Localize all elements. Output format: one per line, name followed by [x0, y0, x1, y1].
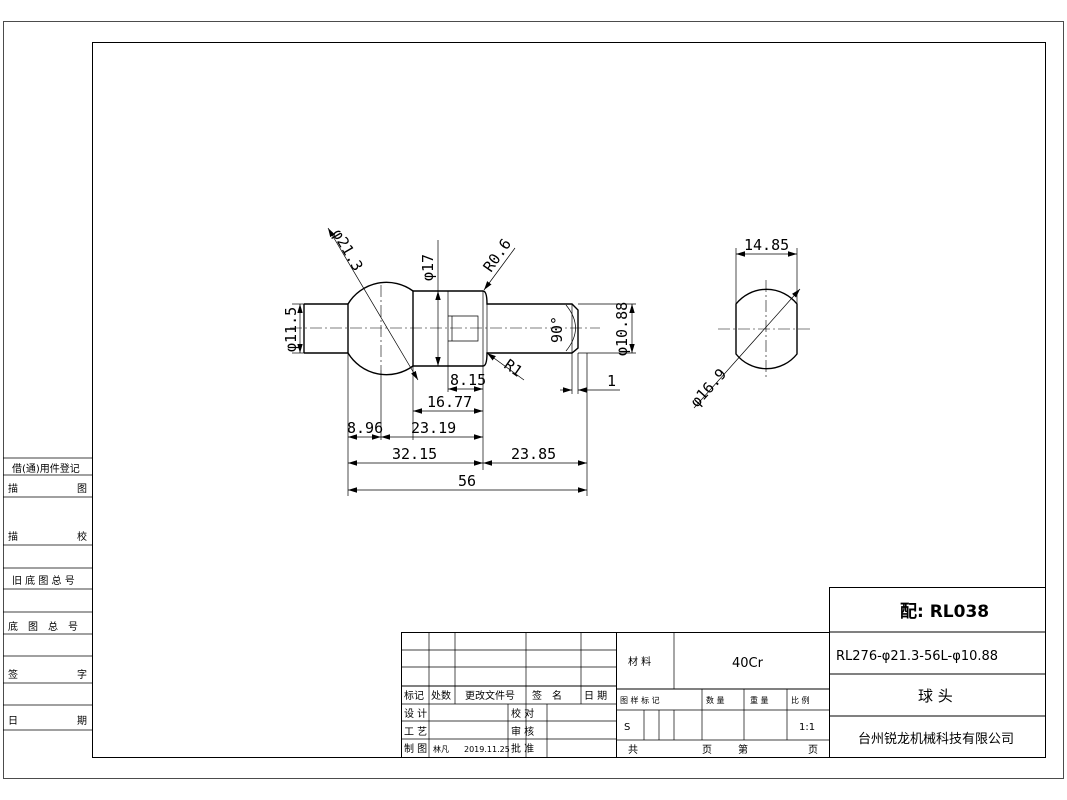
- rev-mark-label: 标记: [404, 690, 424, 702]
- dim-chamfer-length: 1: [607, 372, 616, 390]
- check-label: 校 对: [511, 707, 534, 720]
- side-view: 14.85 φ16.9: [687, 236, 812, 411]
- side-row-trace: 描: [8, 482, 18, 495]
- side-row-base: 底 图 总 号: [8, 620, 78, 633]
- side-row-trace-check: 描: [8, 530, 18, 543]
- material-label: 材 料: [628, 655, 651, 668]
- total-label: 共: [628, 744, 638, 756]
- dim-side-width: 14.85: [744, 236, 789, 254]
- quantity-label: 数 量: [706, 695, 725, 705]
- sphere-outline: [347, 281, 414, 376]
- dim-inner-radius: R1: [501, 356, 526, 381]
- front-view: φ21.3 φ17 R0.6 φ11.5 φ10.88 90° R1 1: [282, 226, 636, 496]
- side-row-sign-b: 字: [77, 668, 87, 681]
- outer-border: [3, 21, 1064, 779]
- drafter-date: 2019.11.25: [464, 745, 510, 754]
- dim-length-56: 56: [458, 472, 476, 490]
- review-label: 审 核: [511, 725, 534, 738]
- side-row-trace-b: 图: [77, 483, 87, 495]
- draw-label: 制 图: [404, 742, 427, 755]
- weight-label: 重 量: [750, 695, 769, 705]
- dim-neck-diameter: φ17: [419, 254, 437, 281]
- process-label: 工 艺: [404, 726, 427, 738]
- page-label: 页: [702, 744, 712, 756]
- dim-length-23-85: 23.85: [511, 445, 556, 463]
- material-value: 40Cr: [732, 656, 764, 671]
- dim-length-8-96: 8.96: [347, 419, 383, 437]
- stage-value: S: [624, 722, 630, 733]
- right-shank: [482, 290, 579, 367]
- part-name: 球 头: [918, 687, 953, 705]
- rev-document-label: 更改文件号: [465, 689, 515, 702]
- part-reference: 配: RL038: [900, 602, 989, 622]
- part-spec: RL276-φ21.3-56L-φ10.88: [836, 649, 998, 664]
- design-label: 设 计: [404, 707, 427, 720]
- side-row-old-base: 旧 底 图 总 号: [12, 574, 75, 587]
- hex-recess: [448, 315, 479, 342]
- dim-sphere-diameter: φ21.3: [329, 226, 367, 274]
- dim-length-32-15: 32.15: [392, 445, 437, 463]
- rev-count-label: 处数: [431, 689, 451, 702]
- side-row-register: 借(通)用件登记: [12, 462, 80, 475]
- drafter-name: 林凡: [433, 744, 449, 754]
- dim-length-16-77: 16.77: [427, 393, 472, 411]
- stage-label: 图 样 标 记: [620, 695, 660, 705]
- rev-date-label: 日 期: [584, 690, 607, 702]
- dim-right-shank-diameter: φ10.88: [613, 302, 631, 356]
- approve-label: 批 准: [511, 742, 534, 755]
- side-row-date: 日: [8, 716, 18, 727]
- sheet-label: 第: [738, 743, 748, 756]
- company-name: 台州锐龙机械科技有限公司: [858, 732, 1014, 747]
- title-block: 配: RL038 RL276-φ21.3-56L-φ10.88 球 头 台州锐龙…: [401, 587, 1046, 758]
- side-row-trace-check-b: 校: [77, 530, 87, 543]
- dim-chamfer-angle: 90°: [548, 316, 566, 343]
- dim-length-8-15: 8.15: [450, 371, 486, 389]
- page-label-2: 页: [808, 744, 818, 756]
- dim-side-diameter: φ16.9: [687, 365, 731, 411]
- rev-sign-label: 签 名: [532, 689, 562, 702]
- chamfer-arc: [565, 304, 576, 352]
- dim-left-shank-diameter: φ11.5: [282, 307, 300, 352]
- scale-value: 1:1: [799, 722, 815, 733]
- side-panel: 借(通)用件登记 描 图 描 校 旧 底 图 总 号 底 图 总 号 签 字 日…: [3, 457, 92, 731]
- left-shank: [303, 303, 348, 354]
- side-row-date-b: 期: [77, 715, 87, 727]
- dim-length-23-19: 23.19: [411, 419, 456, 437]
- side-row-sign: 签: [8, 668, 18, 681]
- scale-label: 比 例: [791, 695, 810, 705]
